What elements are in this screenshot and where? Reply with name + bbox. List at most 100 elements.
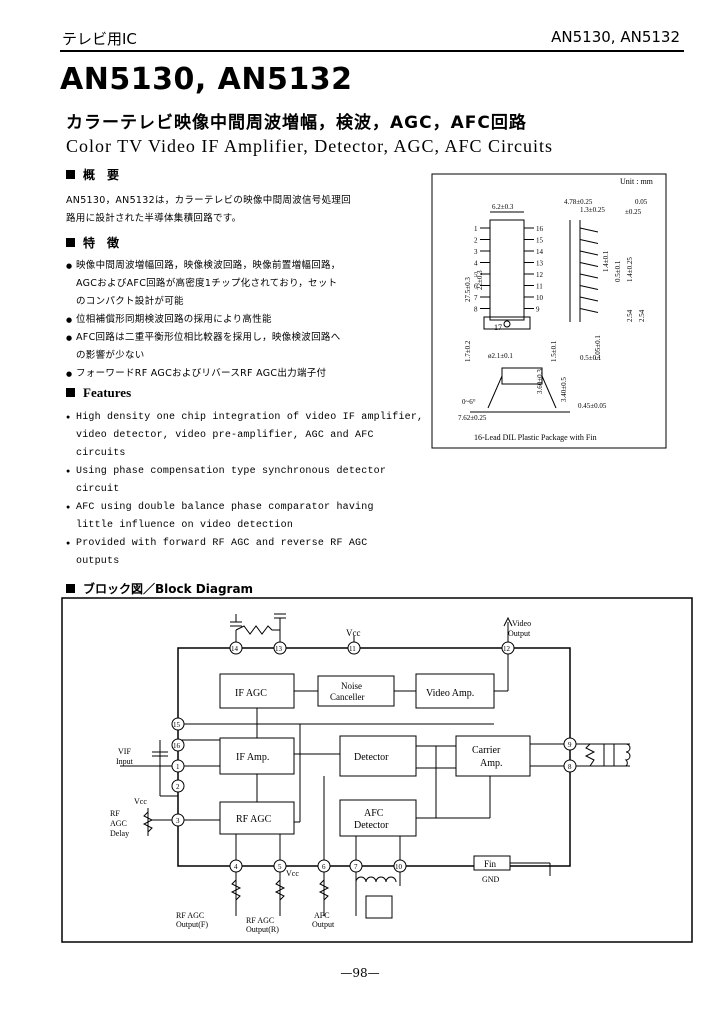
vcc-bottom-label: Vcc bbox=[286, 869, 299, 878]
pin-12: 12 bbox=[501, 641, 515, 655]
afc-output-label-2: Output bbox=[312, 920, 335, 929]
dim-span: 7.62±0.25 bbox=[458, 414, 487, 422]
features-jp-heading: 特 徴 bbox=[66, 234, 119, 251]
list-item: High density one chip integration of vid… bbox=[66, 409, 426, 463]
dim-pitch3: 1.4±0.25 bbox=[626, 257, 634, 282]
list-item-line: Provided with forward RF AGC and reverse… bbox=[76, 538, 368, 549]
package-pin-label: 15 bbox=[536, 237, 544, 245]
rf-agc-out-r-label-1: RF AGC bbox=[246, 916, 274, 925]
if-amp-label: IF Amp. bbox=[236, 752, 269, 763]
pin-4: 4 bbox=[229, 859, 243, 873]
dim-length1: 27.5±0.3 bbox=[464, 277, 472, 302]
package-pin-label: 3 bbox=[474, 248, 478, 256]
list-item: AFC using double balance phase comparato… bbox=[66, 499, 426, 535]
video-output-label-2: Output bbox=[508, 629, 531, 638]
subtitle-japanese: カラーテレビ映像中間周波増幅，検波，AGC，AFC回路 bbox=[66, 113, 527, 133]
list-item: Provided with forward RF AGC and reverse… bbox=[66, 535, 426, 571]
package-pin-label: 13 bbox=[536, 260, 544, 268]
dim-d1: ø2.1±0.1 bbox=[488, 352, 513, 360]
dim-h4: 3.60±0.3 bbox=[536, 369, 544, 394]
dim-angle2: 0.45±0.05 bbox=[578, 402, 607, 410]
features-jp-heading-text: 特 徴 bbox=[83, 236, 120, 250]
pin-8-label: 8 bbox=[568, 763, 572, 771]
vif-input-label-2: Input bbox=[116, 757, 134, 766]
package-pin-label: 16 bbox=[536, 225, 544, 233]
vcc-left-label: Vcc bbox=[134, 797, 147, 806]
pin-9-label: 9 bbox=[568, 741, 572, 749]
features-en-list: High density one chip integration of vid… bbox=[66, 409, 426, 571]
page-title: AN5130, AN5132 bbox=[60, 62, 353, 97]
pin-6: 6 bbox=[317, 859, 331, 873]
rf-agc-out-r-label-2: Output(R) bbox=[246, 925, 279, 934]
list-item-line: outputs bbox=[76, 556, 120, 567]
carrier-label-1: Carrier bbox=[472, 745, 501, 756]
side-lead bbox=[579, 227, 599, 233]
package-pin-label: 6 bbox=[474, 283, 478, 291]
gnd-label: GND bbox=[482, 875, 500, 884]
left-external-components bbox=[120, 740, 178, 836]
package-pin-label: 1 bbox=[474, 225, 478, 233]
detector-block bbox=[339, 735, 417, 777]
package-pin-label: 12 bbox=[536, 271, 544, 279]
list-item-line: のコンパクト設計が可能 bbox=[76, 296, 184, 307]
features-en-heading: Features bbox=[66, 385, 131, 401]
if-agc-label: IF AGC bbox=[235, 688, 267, 699]
package-body bbox=[489, 219, 525, 321]
diagram-frame bbox=[61, 597, 693, 943]
package-frame bbox=[431, 173, 667, 449]
side-leads bbox=[579, 227, 599, 313]
pin-13: 13 bbox=[273, 641, 287, 655]
signal-lines bbox=[178, 648, 570, 866]
pin-2: 2 bbox=[171, 779, 185, 793]
package-pin-label: 4 bbox=[474, 260, 478, 268]
dim-pitch5: 2.54 bbox=[638, 309, 646, 322]
list-item: Using phase compensation type synchronou… bbox=[66, 463, 426, 499]
pin-5-label: 5 bbox=[278, 863, 282, 871]
pin-13-label: 13 bbox=[275, 645, 283, 653]
rf-agc-out-f-label-1: RF AGC bbox=[176, 911, 204, 920]
running-header-right: AN5130, AN5132 bbox=[551, 28, 680, 46]
carrier-amp-block bbox=[455, 735, 531, 777]
block-diagram-heading: ブロック図／Block Diagram bbox=[66, 580, 253, 597]
pin-14: 14 bbox=[229, 641, 243, 655]
detector-label: Detector bbox=[354, 752, 389, 763]
package-pin-label: 7 bbox=[474, 294, 478, 302]
dim-h5: 3.40±0.5 bbox=[560, 377, 568, 402]
pin-10: 10 bbox=[393, 859, 407, 873]
carrier-label-2: Amp. bbox=[480, 758, 503, 769]
pin-9: 9 bbox=[563, 737, 577, 751]
list-item-line: AGCおよびAFC回路が高密度1チップ化されており，セット bbox=[76, 278, 338, 289]
package-pin-label: 10 bbox=[536, 294, 544, 302]
subtitle-english: Color TV Video IF Amplifier, Detector, A… bbox=[66, 136, 553, 156]
list-item-line: の影響が少ない bbox=[76, 350, 145, 361]
block-diagram-heading-text: ブロック図／Block Diagram bbox=[83, 582, 254, 596]
section-marker bbox=[66, 584, 75, 593]
dim-fin: 4.78±0.25 bbox=[564, 198, 593, 206]
dim-t1: 0.05 bbox=[635, 198, 648, 206]
fin-pin-label: 17 bbox=[494, 323, 502, 332]
pin-11: 11 bbox=[347, 641, 361, 655]
dim-length2: 22±0.3 bbox=[476, 270, 484, 290]
dim-lead: 0.5±0.1 bbox=[580, 354, 602, 362]
page-number: —98— bbox=[340, 966, 380, 980]
package-pin-label: 2 bbox=[474, 237, 478, 245]
package-pin-label: 9 bbox=[536, 306, 540, 314]
afc-label-1: AFC bbox=[364, 808, 384, 819]
side-lead bbox=[579, 250, 599, 256]
package-pin-label: 11 bbox=[536, 283, 543, 291]
section-marker bbox=[66, 170, 75, 179]
overview-heading-text: 概 要 bbox=[83, 168, 120, 182]
features-jp-list: 映像中間周波増幅回路，映像検波回路，映像前置増幅回路， AGCおよびAFC回路が… bbox=[66, 257, 416, 383]
pin-6-label: 6 bbox=[322, 863, 326, 871]
pin-5: 5 bbox=[273, 859, 287, 873]
rf-agc-label: RF AGC bbox=[236, 814, 272, 825]
section-marker bbox=[66, 238, 75, 247]
noise-label-2: Canceller bbox=[330, 692, 364, 702]
list-item-line: little influence on video detection bbox=[76, 520, 294, 531]
pin-7-label: 7 bbox=[354, 863, 358, 871]
running-header-left: テレビ用IC bbox=[62, 30, 137, 48]
overview-line: AN5130，AN5132は，カラーテレビの映像中間周波信号処理回 bbox=[66, 195, 351, 206]
